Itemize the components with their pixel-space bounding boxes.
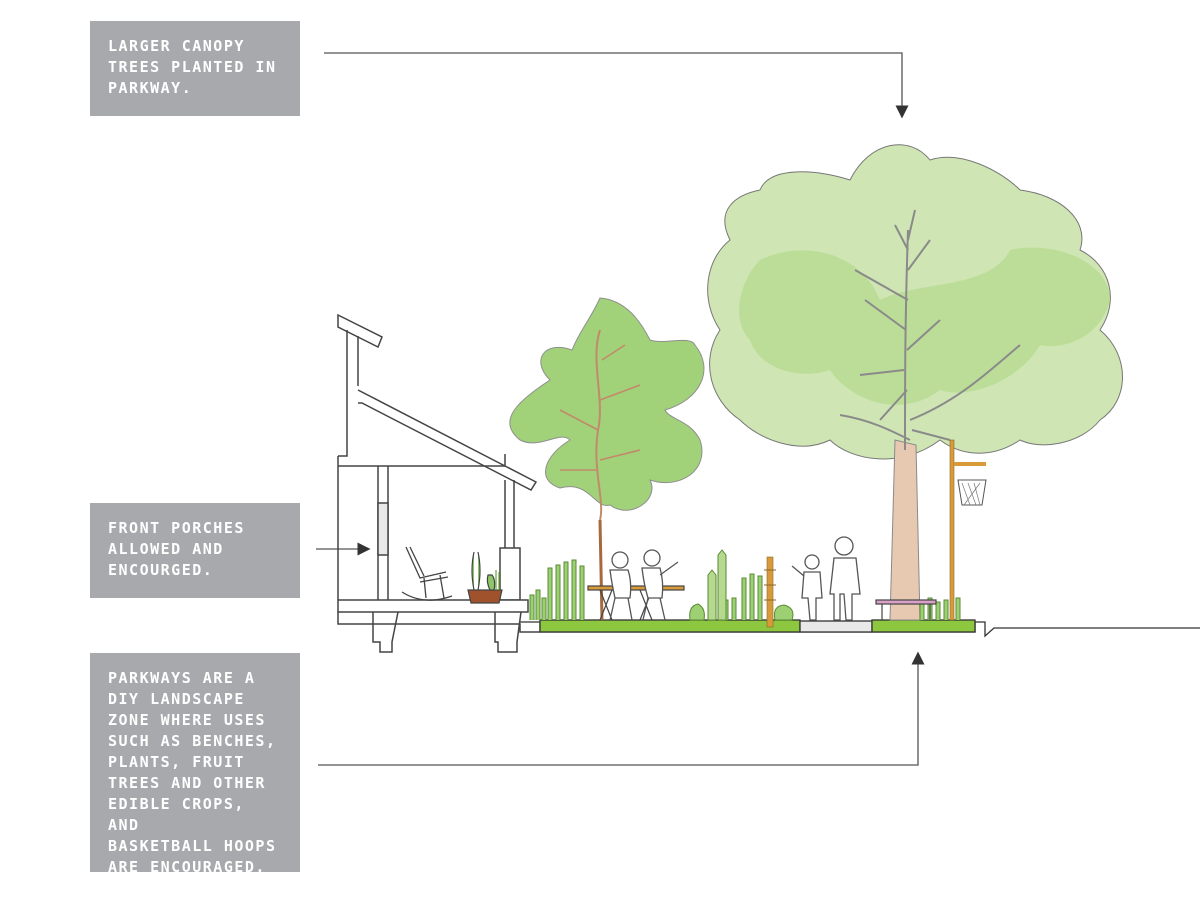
rocking-chair — [401, 546, 453, 601]
standing-people — [791, 536, 861, 621]
small-tree — [509, 297, 705, 621]
basketball-hoop — [949, 439, 987, 621]
porch-planter — [467, 551, 503, 604]
house-section — [337, 313, 540, 653]
front-porches-callout: FRONT PORCHES ALLOWED AND ENCOURGED. — [90, 503, 300, 598]
canopy-leader-arrow — [324, 52, 909, 119]
large-canopy-tree — [707, 144, 1123, 621]
parkway-leader-arrow — [318, 651, 925, 766]
ground-line — [520, 619, 1200, 638]
seated-people — [609, 549, 679, 621]
garden-stake — [764, 556, 776, 628]
canopy-trees-callout: LARGER CANOPY TREES PLANTED IN PARKWAY. — [90, 21, 300, 116]
parkway-bench — [875, 599, 937, 620]
parkway-zone-callout: PARKWAYS ARE A DIY LANDSCAPE ZONE WHERE … — [90, 653, 300, 876]
leader-arrows — [316, 52, 925, 766]
picnic-table — [587, 585, 685, 621]
